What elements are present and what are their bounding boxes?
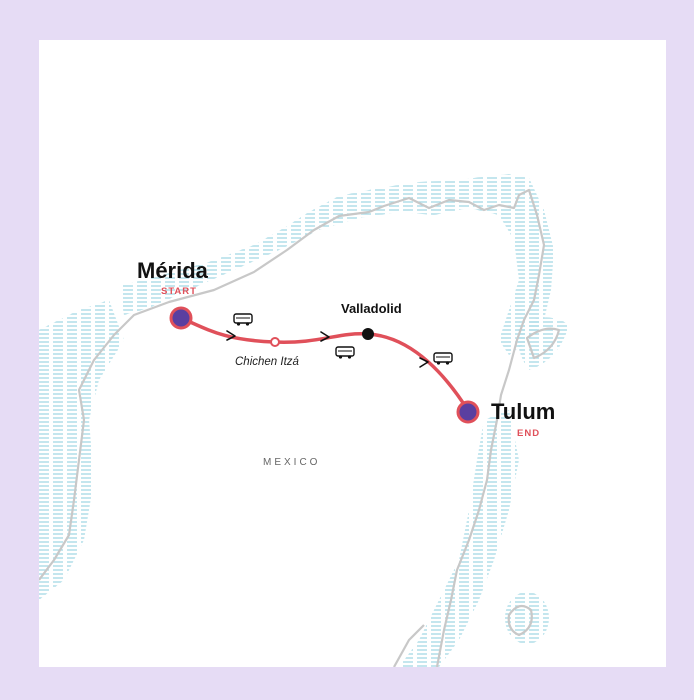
end-marker[interactable] [456, 400, 480, 424]
end-city-label: Tulum [491, 399, 556, 424]
start-tag: START [161, 286, 197, 297]
start-city-label: Mérida [137, 258, 208, 283]
bus-icon [433, 352, 453, 365]
end-tag: END [517, 428, 541, 439]
map-frame: Mérida START Valladolid Chichen Itzá Tul… [39, 40, 666, 667]
country-label: MEXICO [263, 457, 321, 468]
coastline [39, 188, 561, 667]
cozumel-island [525, 327, 561, 360]
route-line [179, 316, 471, 414]
west-coast-water [39, 300, 124, 600]
east-coast-water [399, 410, 519, 667]
island-water [505, 592, 549, 644]
south-coast [393, 624, 425, 667]
valladolid-marker[interactable] [362, 328, 374, 340]
bus-icon [335, 346, 355, 359]
valladolid-label: Valladolid [341, 301, 402, 316]
map-canvas [39, 174, 569, 667]
chichen-itza-marker[interactable] [270, 337, 280, 347]
yucatan-coast [39, 188, 546, 667]
small-island [507, 604, 533, 637]
arrow-icon [226, 330, 236, 341]
arrow-icon [419, 357, 429, 368]
water-hatching [39, 174, 569, 667]
route-arrows [226, 330, 429, 368]
start-marker[interactable] [169, 306, 193, 330]
arrow-icon [320, 331, 330, 342]
bus-icon [233, 313, 253, 326]
north-coast-water [119, 174, 554, 355]
chichen-itza-label: Chichen Itzá [235, 356, 299, 368]
cancun-bay-water [517, 317, 569, 370]
